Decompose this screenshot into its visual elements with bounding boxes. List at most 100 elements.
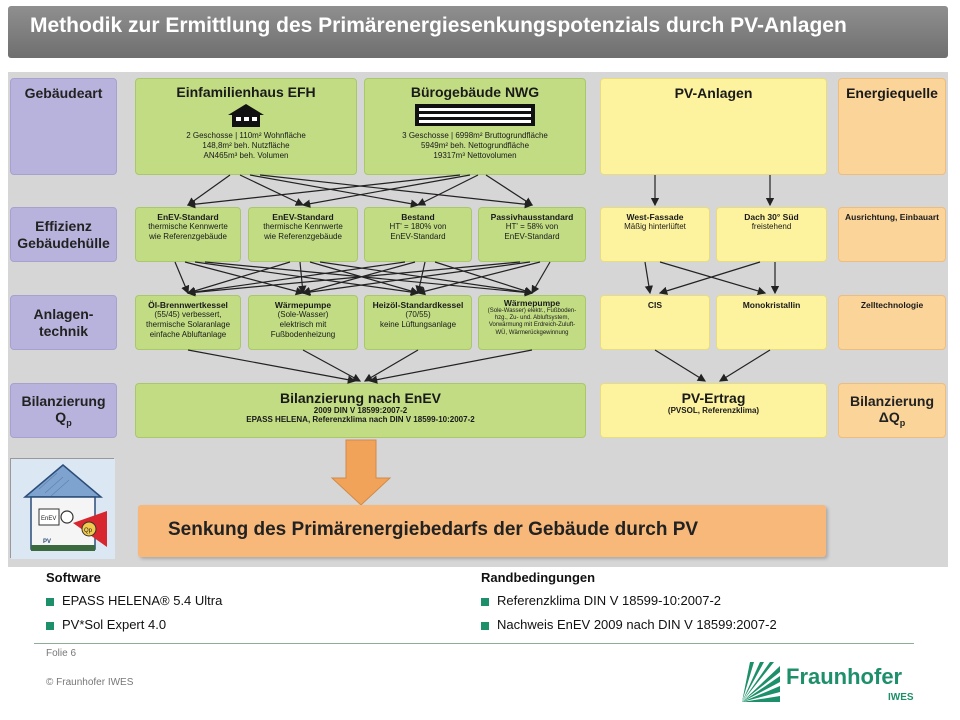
software-item-label: EPASS HELENA® 5.4 Ultra — [62, 593, 223, 608]
pv-efficiency-west: West-Fassade Mäßig hinterlüftet — [600, 207, 710, 262]
nwg-spec-2: 5949m² beh. Nettogrundfläche — [420, 141, 530, 150]
delta-qp-subscript: p — [899, 417, 906, 428]
logo-qp-label: Qp — [84, 528, 93, 534]
conditions-item: Referenzklima DIN V 18599-10:2007-2 — [481, 593, 931, 608]
efficiency-title: EnEV-Standard — [157, 212, 219, 222]
energy-title: Energiequelle — [846, 85, 938, 101]
fraunhofer-logo-subtext: IWES — [888, 692, 914, 703]
arrow — [249, 174, 420, 208]
row-label-gebaeudeart: Gebäudeart — [10, 78, 117, 175]
balance-pv: PV-Ertrag (PVSOL, Referenzklima) — [600, 383, 827, 438]
row-label-anlagentechnik: Anlagen- technik — [10, 295, 117, 350]
efficiency-line: EnEV-Standard — [504, 232, 560, 241]
plant-line: hzg., Zu- und. Abluftsystem, — [494, 315, 570, 322]
efficiency-line: wie Referenzgebäude — [264, 232, 342, 241]
logo-enev-label: EnEV — [41, 516, 56, 522]
arrow — [309, 261, 420, 296]
pv-efficiency-title: West-Fassade — [626, 212, 684, 222]
row-label-text: Bilanzierung — [21, 392, 106, 409]
arrow — [319, 261, 534, 297]
arrow — [186, 174, 461, 209]
plant-box-4: Wärmepumpe (Sole-Wasser) elektr., Fußbod… — [478, 295, 586, 350]
plant-line: einfache Abluftanlage — [149, 330, 227, 339]
plant-title: Heizöl-Standardkessel — [372, 300, 464, 310]
arrow — [187, 349, 357, 384]
efficiency-line: thermische Kennwerte — [263, 222, 343, 231]
plant-title: Wärmepumpe — [503, 298, 561, 308]
efficiency-title: Bestand — [401, 212, 435, 222]
balance-energy-title: Bilanzierung — [849, 392, 934, 409]
efficiency-line: HT' = 180% von — [389, 222, 447, 231]
plant-line: thermische Solaranlage — [145, 320, 231, 329]
plant-line: WÜ, Wärmerückgewinnung — [495, 329, 569, 336]
efficiency-title: Passivhausstandard — [490, 212, 574, 222]
conditions-heading: Randbedingungen — [481, 570, 596, 585]
arrow — [718, 349, 771, 382]
arrow — [301, 174, 471, 208]
bullet-icon — [46, 597, 54, 606]
building-nwg: Bürogebäude NWG 3 Geschosse | 6998m² Bru… — [364, 78, 586, 175]
plant-line: (70/55) — [405, 310, 431, 319]
nwg-title: Bürogebäude NWG — [410, 84, 540, 100]
pv-anlagen-header: PV-Anlagen — [600, 78, 827, 175]
arrow — [658, 261, 761, 295]
arrow — [485, 174, 534, 206]
arrow — [654, 349, 707, 382]
software-item: PV*Sol Expert 4.0 — [46, 617, 446, 632]
balance-title: Bilanzierung nach EnEV — [279, 390, 442, 406]
row-label-text: Gebäudeart — [24, 85, 103, 101]
efficiency-line: thermische Kennwerte — [148, 222, 228, 231]
house-icon — [228, 104, 264, 127]
house-energy-icon: EnEV Qp PV — [11, 459, 115, 559]
efficiency-box-2: EnEV-Standard thermische Kennwerte wie R… — [248, 207, 358, 262]
plant-line: elektrisch mit — [279, 320, 327, 329]
logo-pv-label: PV — [43, 539, 51, 545]
energy-plant-title: Zelltechnologie — [860, 300, 924, 310]
fraunhofer-logo-icon — [742, 662, 780, 702]
balance-energy: Bilanzierung ΔQp — [838, 383, 946, 438]
pv-efficiency-line: freistehend — [751, 222, 792, 231]
conditions-item: Nachweis EnEV 2009 nach DIN V 18599:2007… — [481, 617, 931, 632]
plant-line: Vorwärmung mit Erdreich-Zuluft- — [488, 322, 576, 329]
copyright: © Fraunhofer IWES — [46, 677, 134, 688]
arrow — [187, 174, 231, 206]
row-label-bilanzierung: Bilanzierung Qp — [10, 383, 117, 438]
energiequelle-header: Energiequelle — [838, 78, 946, 175]
result-banner: Senkung des Primärenergiebedarfs der Geb… — [138, 505, 826, 557]
title-bar — [8, 6, 948, 58]
arrow — [184, 261, 305, 296]
arrow — [416, 261, 541, 296]
efficiency-line: wie Referenzgebäude — [149, 232, 227, 241]
bullet-icon — [481, 621, 489, 630]
arrow — [174, 261, 190, 295]
slide-number: Folie 6 — [46, 648, 77, 659]
software-section: Software EPASS HELENA® 5.4 Ultra PV*Sol … — [46, 570, 446, 632]
arrow — [302, 349, 362, 382]
arrow — [644, 261, 653, 295]
bullet-icon — [481, 597, 489, 606]
plant-line: Fußbodenheizung — [270, 330, 336, 339]
arrow — [194, 261, 420, 297]
arrow — [186, 261, 291, 295]
arrow — [259, 174, 534, 209]
fraunhofer-logo-text: Fraunhofer — [786, 664, 903, 689]
software-heading: Software — [46, 570, 101, 585]
arrow-group-pv — [644, 175, 780, 382]
efh-spec-3: AN465m³ beh. Volumen — [203, 151, 289, 160]
row-label-effizienz: Effizienz Gebäudehülle — [10, 207, 117, 262]
plant-line: (Sole-Wasser) — [277, 310, 329, 319]
footer-divider — [34, 643, 914, 644]
bullet-icon — [46, 621, 54, 630]
row-label-text: Gebäudehülle — [17, 234, 110, 251]
balance-enev: Bilanzierung nach EnEV 2009 DIN V 18599:… — [135, 383, 586, 438]
row-label-qp: Qp — [55, 409, 71, 428]
arrow — [239, 174, 305, 206]
method-logo: EnEV Qp PV — [10, 458, 115, 559]
plant-line: (Sole-Wasser) elektr., Fußboden- — [487, 308, 577, 314]
pv-efficiency-line: Mäßig hinterlüftet — [624, 222, 686, 231]
arrow-group-efficiency — [174, 261, 551, 297]
plant-title: Öl-Brennwertkessel — [148, 300, 228, 310]
efficiency-line: EnEV-Standard — [390, 232, 446, 241]
plant-box-1: Öl-Brennwertkessel (55/45) verbessert, t… — [135, 295, 241, 350]
